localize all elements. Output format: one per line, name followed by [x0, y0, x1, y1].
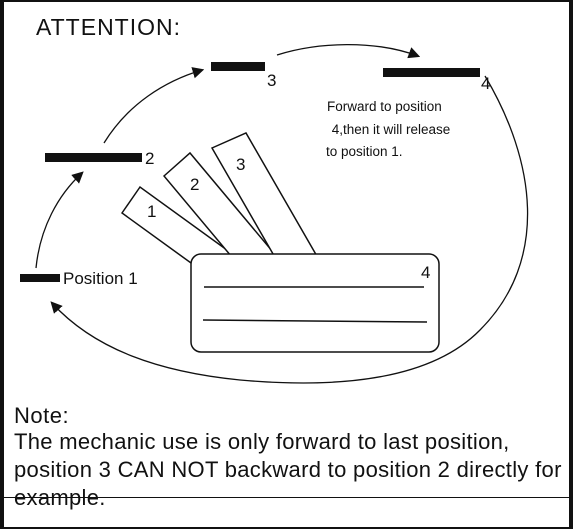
- lever-1-label: 1: [147, 202, 156, 221]
- position-4-panel: [190, 253, 440, 353]
- position-3-bar: [211, 62, 265, 71]
- arrow-3-to-4: [276, 44, 421, 59]
- bottom-divider: [4, 497, 569, 498]
- annotation-line-2: 4,then it will release: [328, 122, 450, 137]
- note-body: The mechanic use is only forward to last…: [14, 429, 562, 510]
- position-3-label: 3: [267, 71, 276, 90]
- annotation-line-1: Forward to position: [327, 99, 442, 114]
- position-1-bar: [20, 274, 60, 282]
- arrow-1-to-2: [35, 171, 84, 269]
- position-4-label: 4: [481, 74, 490, 93]
- panel-line-bottom: [202, 319, 428, 323]
- lever-3-label: 3: [236, 155, 245, 174]
- annotation-line-3: to position 1.: [326, 144, 403, 159]
- position-2-bar: [45, 153, 142, 162]
- attention-title: ATTENTION:: [36, 14, 182, 40]
- position-2-label: 2: [145, 149, 154, 168]
- note-heading: Note:: [14, 403, 70, 428]
- position-4-bar: [383, 68, 480, 77]
- panel-label: 4: [421, 263, 430, 282]
- arrow-2-to-3: [103, 67, 205, 144]
- position-1-label: Position 1: [63, 269, 138, 288]
- release-arrow-4-to-1: [50, 75, 529, 384]
- lever-2-label: 2: [190, 175, 199, 194]
